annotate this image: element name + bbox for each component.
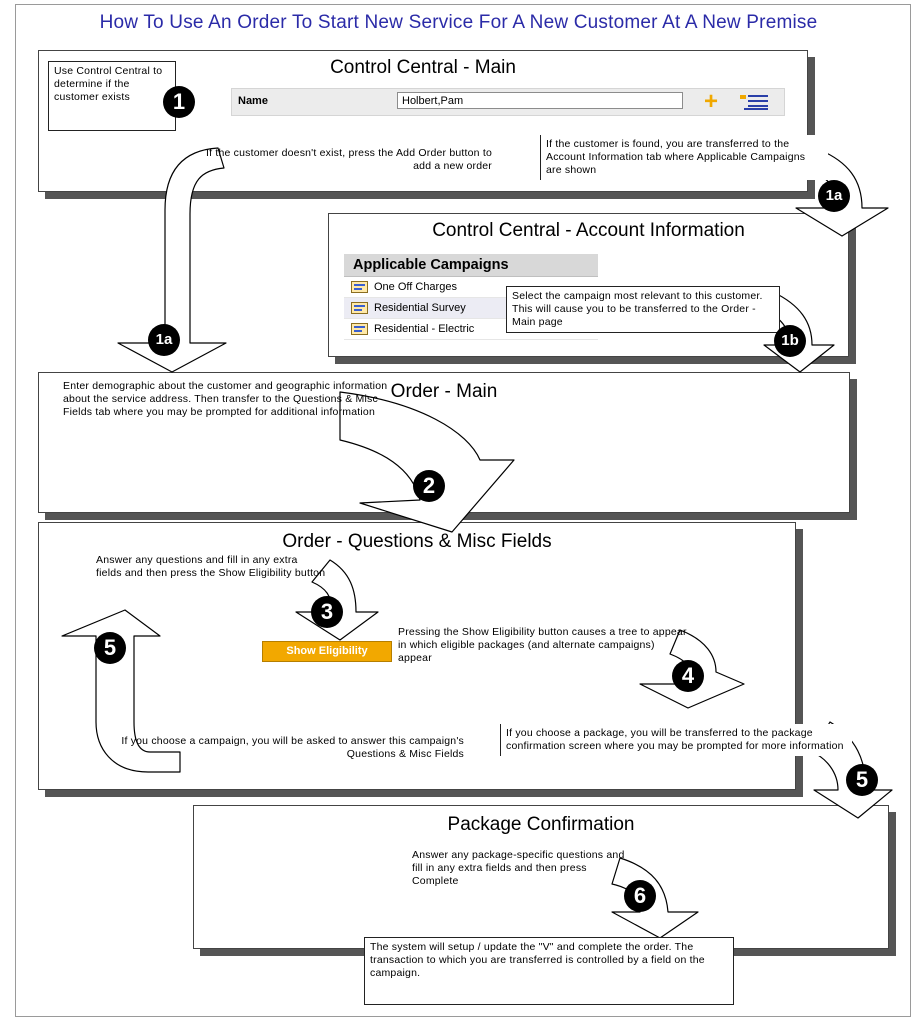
- campaign-icon: [351, 302, 368, 314]
- step-badge-2: 2: [413, 470, 445, 502]
- panel-title: Control Central - Main: [330, 57, 516, 78]
- step-badge-3: 3: [311, 596, 343, 628]
- arrow-2: [339, 391, 515, 533]
- plus-icon[interactable]: +: [704, 88, 719, 115]
- panel-title: Package Confirmation: [447, 814, 635, 835]
- campaigns-header: Applicable Campaigns: [344, 254, 598, 277]
- step-badge-5-right: 5: [846, 764, 878, 796]
- account-information-panel: Control Central - Account Information: [328, 213, 849, 357]
- arrow-1a-left: [117, 147, 227, 373]
- step-badge-6: 6: [624, 880, 656, 912]
- campaign-item[interactable]: Residential - Electric: [344, 319, 598, 340]
- campaign-label: Residential Survey: [374, 302, 466, 314]
- step-badge-1a-left: 1a: [148, 324, 180, 356]
- note-package-questions: Answer any package-specific questions an…: [412, 849, 625, 887]
- note-system-setup: The system will setup / update the "V" a…: [364, 937, 734, 1005]
- panel-title: Order - Main: [390, 381, 498, 402]
- note-choose-package: If you choose a package, you will be tra…: [500, 724, 852, 756]
- panel-title: Order - Questions & Misc Fields: [282, 531, 552, 552]
- package-confirmation-panel: Package Confirmation: [193, 805, 889, 949]
- note-use-control-central: Use Control Central to determine if the …: [48, 61, 176, 131]
- note-select-campaign: Select the campaign most relevant to thi…: [506, 286, 780, 333]
- note-choose-campaign: If you choose a campaign, you will be as…: [121, 735, 464, 760]
- name-input[interactable]: Holbert,Pam: [397, 92, 683, 109]
- campaign-item[interactable]: One Off Charges: [344, 277, 598, 298]
- step-badge-1a-right: 1a: [818, 180, 850, 212]
- arrow-5-left: [61, 609, 181, 773]
- note-customer-doesnt-exist: If the customer doesn't exist, press the…: [206, 147, 492, 172]
- campaign-label: Residential - Electric: [374, 323, 475, 335]
- note-pressing-eligibility: Pressing the Show Eligibility button cau…: [398, 626, 687, 664]
- step-badge-5-left: 5: [94, 632, 126, 664]
- campaign-icon: [351, 323, 368, 335]
- page-title: How To Use An Order To Start New Service…: [99, 12, 818, 33]
- show-eligibility-button[interactable]: Show Eligibility: [262, 641, 392, 662]
- name-search-row: Name Holbert,Pam +: [231, 88, 785, 116]
- step-badge-1: 1: [163, 86, 195, 118]
- list-icon[interactable]: [740, 94, 768, 110]
- note-demographic: Enter demographic about the customer and…: [63, 380, 388, 418]
- note-customer-found: If the customer is found, you are transf…: [540, 135, 828, 180]
- name-label: Name: [238, 95, 268, 107]
- campaign-icon: [351, 281, 368, 293]
- step-badge-4: 4: [672, 660, 704, 692]
- step-badge-1b: 1b: [774, 325, 806, 357]
- panel-title: Control Central - Account Information: [432, 220, 745, 241]
- note-answer-questions: Answer any questions and fill in any ext…: [96, 554, 326, 579]
- campaign-label: One Off Charges: [374, 281, 457, 293]
